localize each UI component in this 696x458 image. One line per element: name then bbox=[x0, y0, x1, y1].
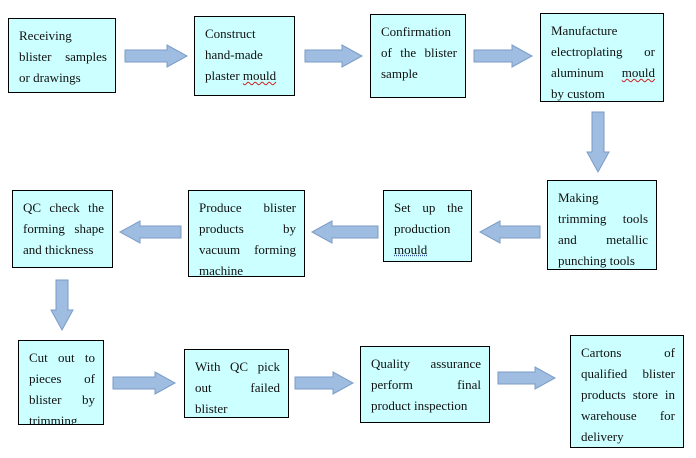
step-text: by custom bbox=[551, 86, 605, 101]
step-text: Cartons of qualified blister products st… bbox=[581, 345, 675, 444]
flow-arrow bbox=[304, 44, 364, 68]
step-text: Receiving blister samples or drawings bbox=[19, 28, 107, 85]
step-3-confirmation: Confirmation of the blister sample bbox=[370, 14, 466, 98]
flow-arrow bbox=[586, 111, 610, 174]
step-5-trimming-tools: Making trimming tools and metallic punch… bbox=[547, 180, 657, 270]
step-text: Confirmation of the blister sample bbox=[381, 24, 457, 81]
flow-arrow bbox=[50, 279, 74, 332]
step-text-marked: mould bbox=[621, 65, 655, 80]
flow-arrow bbox=[112, 371, 177, 395]
step-text: With QC pick out failed blister bbox=[195, 359, 280, 416]
step-text: QC check the forming shape and thickness bbox=[23, 200, 104, 257]
step-7-vacuum-forming: Produce blister products by vacuum formi… bbox=[188, 190, 305, 277]
step-12-cartons-delivery: Cartons of qualified blister products st… bbox=[570, 335, 684, 448]
step-6-production-mould: Set up the production mould bbox=[383, 190, 472, 262]
step-text: Produce blister products by vacuum formi… bbox=[199, 200, 296, 277]
step-text: Set up the production bbox=[394, 200, 463, 236]
step-2-plaster-mould: Construct hand-made plaster mould bbox=[194, 16, 295, 96]
step-4-manufacture-mould: Manufacture electroplating or aluminum m… bbox=[540, 13, 664, 102]
step-text: Cut out to pieces of blister by trimming bbox=[29, 350, 95, 425]
step-text: Quality assurance perform final product … bbox=[371, 356, 481, 413]
step-text: Construct hand-made plaster bbox=[205, 26, 263, 83]
flow-arrow bbox=[310, 220, 379, 244]
step-9-cut-out: Cut out to pieces of blister by trimming bbox=[18, 340, 104, 425]
flow-arrow bbox=[478, 220, 541, 244]
step-10-pick-failed: With QC pick out failed blister bbox=[184, 349, 289, 418]
flow-arrow bbox=[473, 44, 534, 68]
step-text: Manufacture electroplating or aluminum bbox=[551, 23, 655, 80]
flow-arrow bbox=[294, 371, 355, 395]
step-1-receiving-samples: Receiving blister samples or drawings bbox=[8, 18, 116, 93]
step-text: Making trimming tools and metallic punch… bbox=[558, 190, 648, 268]
step-11-final-inspection: Quality assurance perform final product … bbox=[360, 346, 490, 423]
step-text-marked: mould bbox=[394, 242, 428, 257]
flow-arrow bbox=[497, 366, 557, 390]
flow-arrow bbox=[124, 44, 189, 68]
step-text-marked: mould bbox=[242, 68, 277, 83]
step-8-qc-check: QC check the forming shape and thickness bbox=[12, 190, 113, 268]
flow-arrow bbox=[118, 220, 182, 244]
